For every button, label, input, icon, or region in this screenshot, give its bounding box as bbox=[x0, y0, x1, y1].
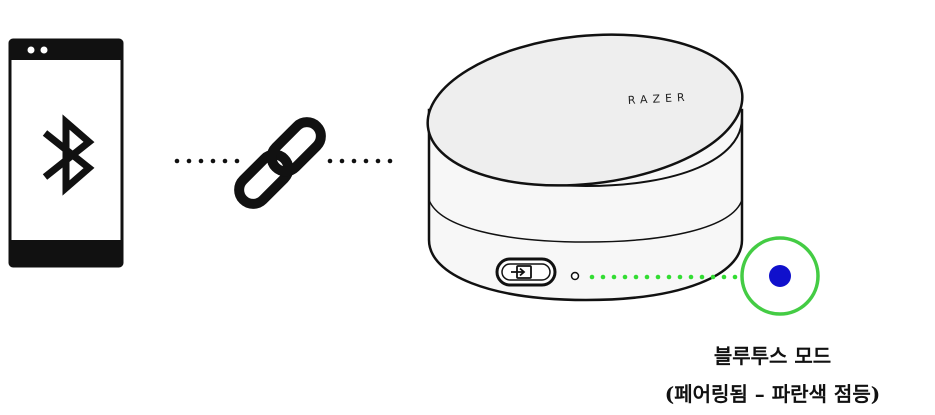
chain-link-icon bbox=[233, 116, 326, 209]
phone-bottom-bezel bbox=[10, 240, 122, 266]
speaker-device: RAZER bbox=[420, 20, 750, 300]
led-indicator-icon bbox=[769, 265, 791, 287]
right-dotted-connector bbox=[328, 159, 393, 164]
mode-caption-detail: (페어링됨 – 파란색 점등) bbox=[610, 378, 935, 407]
phone-top-bezel bbox=[10, 40, 122, 60]
left-dotted-connector bbox=[175, 159, 240, 164]
phone-sensor-dot bbox=[41, 47, 48, 54]
pairing-button-outline bbox=[497, 259, 555, 285]
mode-caption-title: 블루투스 모드 bbox=[610, 340, 935, 369]
phone-camera-dot bbox=[28, 47, 35, 54]
smartphone bbox=[10, 40, 122, 266]
pairing-button bbox=[497, 259, 555, 285]
device-led-dot bbox=[572, 273, 579, 280]
